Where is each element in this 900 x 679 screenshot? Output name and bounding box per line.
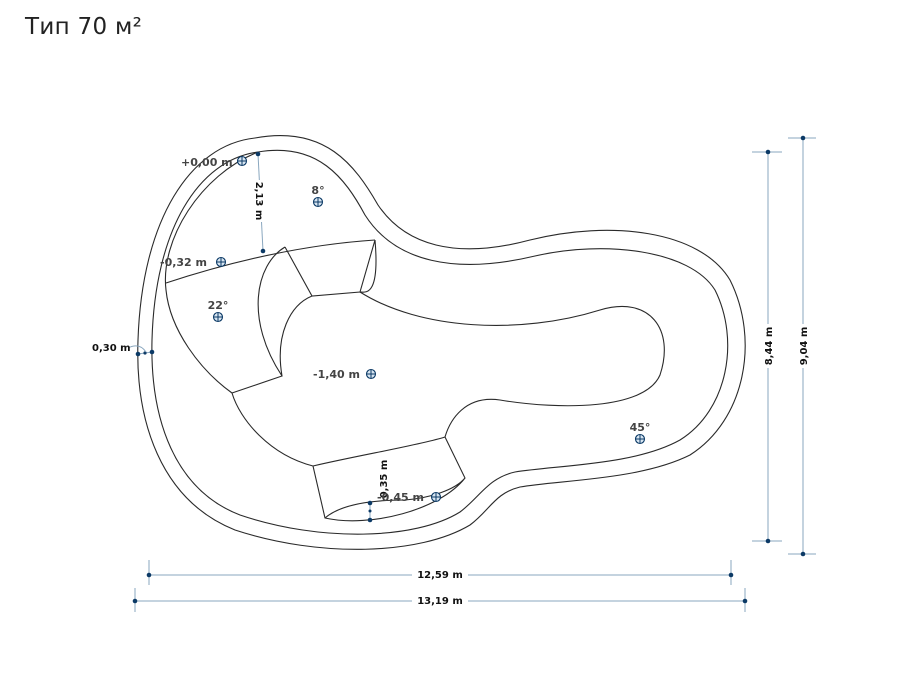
page-title: Тип 70 м² (25, 14, 143, 40)
angle-1-label: 8° (311, 184, 324, 197)
deep-zone-outline (231, 291, 665, 467)
label-bg (761, 324, 775, 368)
shelf-line (165, 239, 376, 284)
dim-dot (149, 349, 155, 355)
dim-dot (368, 509, 372, 513)
label-bg (796, 324, 810, 368)
dim-dot (800, 135, 806, 141)
upper-stairs (231, 239, 377, 394)
angle-marker-1: 8° (311, 184, 325, 208)
angle-marker-3: 45° (630, 421, 651, 445)
dim-dot (367, 517, 373, 523)
angle-2-label: 22° (208, 299, 229, 312)
angle-3-label: 45° (630, 421, 651, 434)
dim-step-label: 0,35 m (379, 460, 390, 499)
level-deep-label: -1,40 m (313, 368, 360, 381)
dim-dot (143, 351, 147, 355)
dim-dot (255, 151, 261, 157)
label-bg (412, 593, 468, 607)
dim-dot (728, 572, 734, 578)
level-marker-shelf: -0,32 m (160, 256, 227, 269)
dim-width-outer-label: 13,19 m (417, 596, 463, 607)
pool-inner-outline (151, 149, 729, 535)
level-marker-top: +0,00 m (181, 155, 248, 169)
dim-dot (135, 351, 141, 357)
dim-height-inner-label: 8,44 m (764, 327, 775, 366)
dim-dot (765, 149, 771, 155)
label-bg (253, 180, 267, 222)
dim-dot (765, 538, 771, 544)
dim-dot (146, 572, 152, 578)
level-top-label: +0,00 m (181, 156, 233, 169)
level-shelf-label: -0,32 m (160, 256, 207, 269)
dim-height-outer-label: 9,04 m (799, 327, 810, 366)
dim-shallow-label: 2,13 m (253, 182, 264, 221)
dim-width-inner-label: 12,59 m (417, 570, 463, 581)
pool-shelf-edge (164, 151, 259, 394)
dim-dot (367, 500, 373, 506)
dim-dot (132, 598, 138, 604)
level-marker-deep: -1,40 m (313, 368, 377, 381)
dim-dot (800, 551, 806, 557)
lower-step (312, 436, 466, 522)
dim-wall-leader (127, 345, 147, 353)
level-step-label: -0,45 m (377, 491, 424, 504)
dim-wall-label: 0,30 m (92, 343, 131, 354)
label-bg (412, 567, 468, 581)
level-marker-step: -0,45 m (377, 491, 442, 504)
angle-marker-2: 22° (208, 299, 229, 323)
dim-dot (260, 248, 266, 254)
pool-outer-outline (137, 135, 746, 550)
dim-dot (742, 598, 748, 604)
